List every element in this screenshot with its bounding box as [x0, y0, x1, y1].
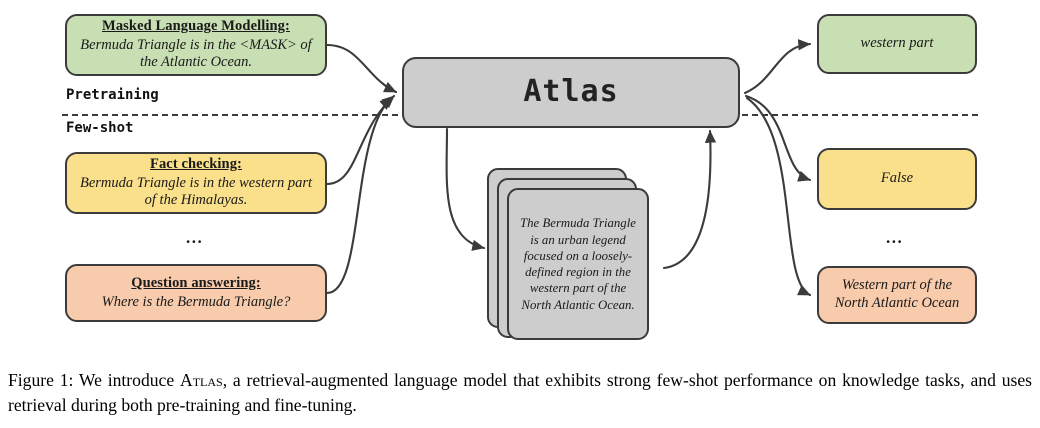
caption-prefix: Figure 1: We introduce — [8, 370, 180, 390]
ellipsis-outputs: ... — [886, 228, 904, 247]
input-body-masked-language-modelling: Bermuda Triangle is in the <MASK> of the… — [80, 36, 312, 71]
model-name-label: Atlas — [523, 74, 619, 110]
retrieved-document-text: The Bermuda Triangle is an urban legend … — [520, 216, 636, 312]
input-title-masked-language-modelling: Masked Language Modelling: — [102, 17, 290, 34]
input-body-fact-checking: Bermuda Triangle is in the western part … — [80, 174, 312, 209]
arrow-fact-to-atlas — [325, 94, 396, 186]
input-box-masked-language-modelling: Masked Language Modelling: Bermuda Trian… — [65, 14, 327, 76]
arrow-atlas-to-docs — [445, 127, 486, 251]
output-text-western-part: western part — [860, 35, 934, 52]
arrow-mlm-to-atlas — [325, 43, 398, 94]
output-box-north-atlantic-ocean: Western part of the North Atlantic Ocean — [817, 266, 977, 324]
output-box-western-part: western part — [817, 14, 977, 74]
arrow-atlas-to-western-part — [743, 39, 812, 95]
figure-caption: Figure 1: We introduce Atlas, a retrieva… — [8, 368, 1032, 418]
output-box-false: False — [817, 148, 977, 210]
input-box-fact-checking: Fact checking: Bermuda Triangle is in th… — [65, 152, 327, 214]
model-box-atlas: Atlas — [402, 57, 740, 128]
arrow-qa-to-atlas — [325, 96, 394, 295]
stage-label-pretraining: Pretraining — [66, 87, 159, 103]
input-body-question-answering: Where is the Bermuda Triangle? — [101, 293, 291, 310]
stage-label-fewshot: Few-shot — [66, 120, 134, 136]
arrow-docs-to-atlas — [662, 129, 717, 270]
input-title-fact-checking: Fact checking: — [149, 155, 242, 172]
caption-suffix: , a retrieval-augmented language model t… — [8, 370, 1032, 415]
figure-diagram: Pretraining Few-shot Masked Language Mod… — [62, 14, 978, 340]
ellipsis-inputs: ... — [186, 228, 204, 247]
output-text-north-atlantic-ocean: Western part of the North Atlantic Ocean — [834, 277, 960, 311]
retrieved-document-stack: The Bermuda Triangle is an urban legend … — [487, 168, 669, 340]
caption-model-name: Atlas — [180, 370, 223, 390]
input-title-question-answering: Question answering: — [131, 274, 261, 291]
output-text-false: False — [880, 170, 914, 187]
arrow-atlas-to-north-atlantic — [745, 96, 812, 297]
arrow-atlas-to-false — [744, 94, 812, 182]
input-box-question-answering: Question answering: Where is the Bermuda… — [65, 264, 327, 322]
retrieved-document-card-front: The Bermuda Triangle is an urban legend … — [507, 188, 649, 340]
